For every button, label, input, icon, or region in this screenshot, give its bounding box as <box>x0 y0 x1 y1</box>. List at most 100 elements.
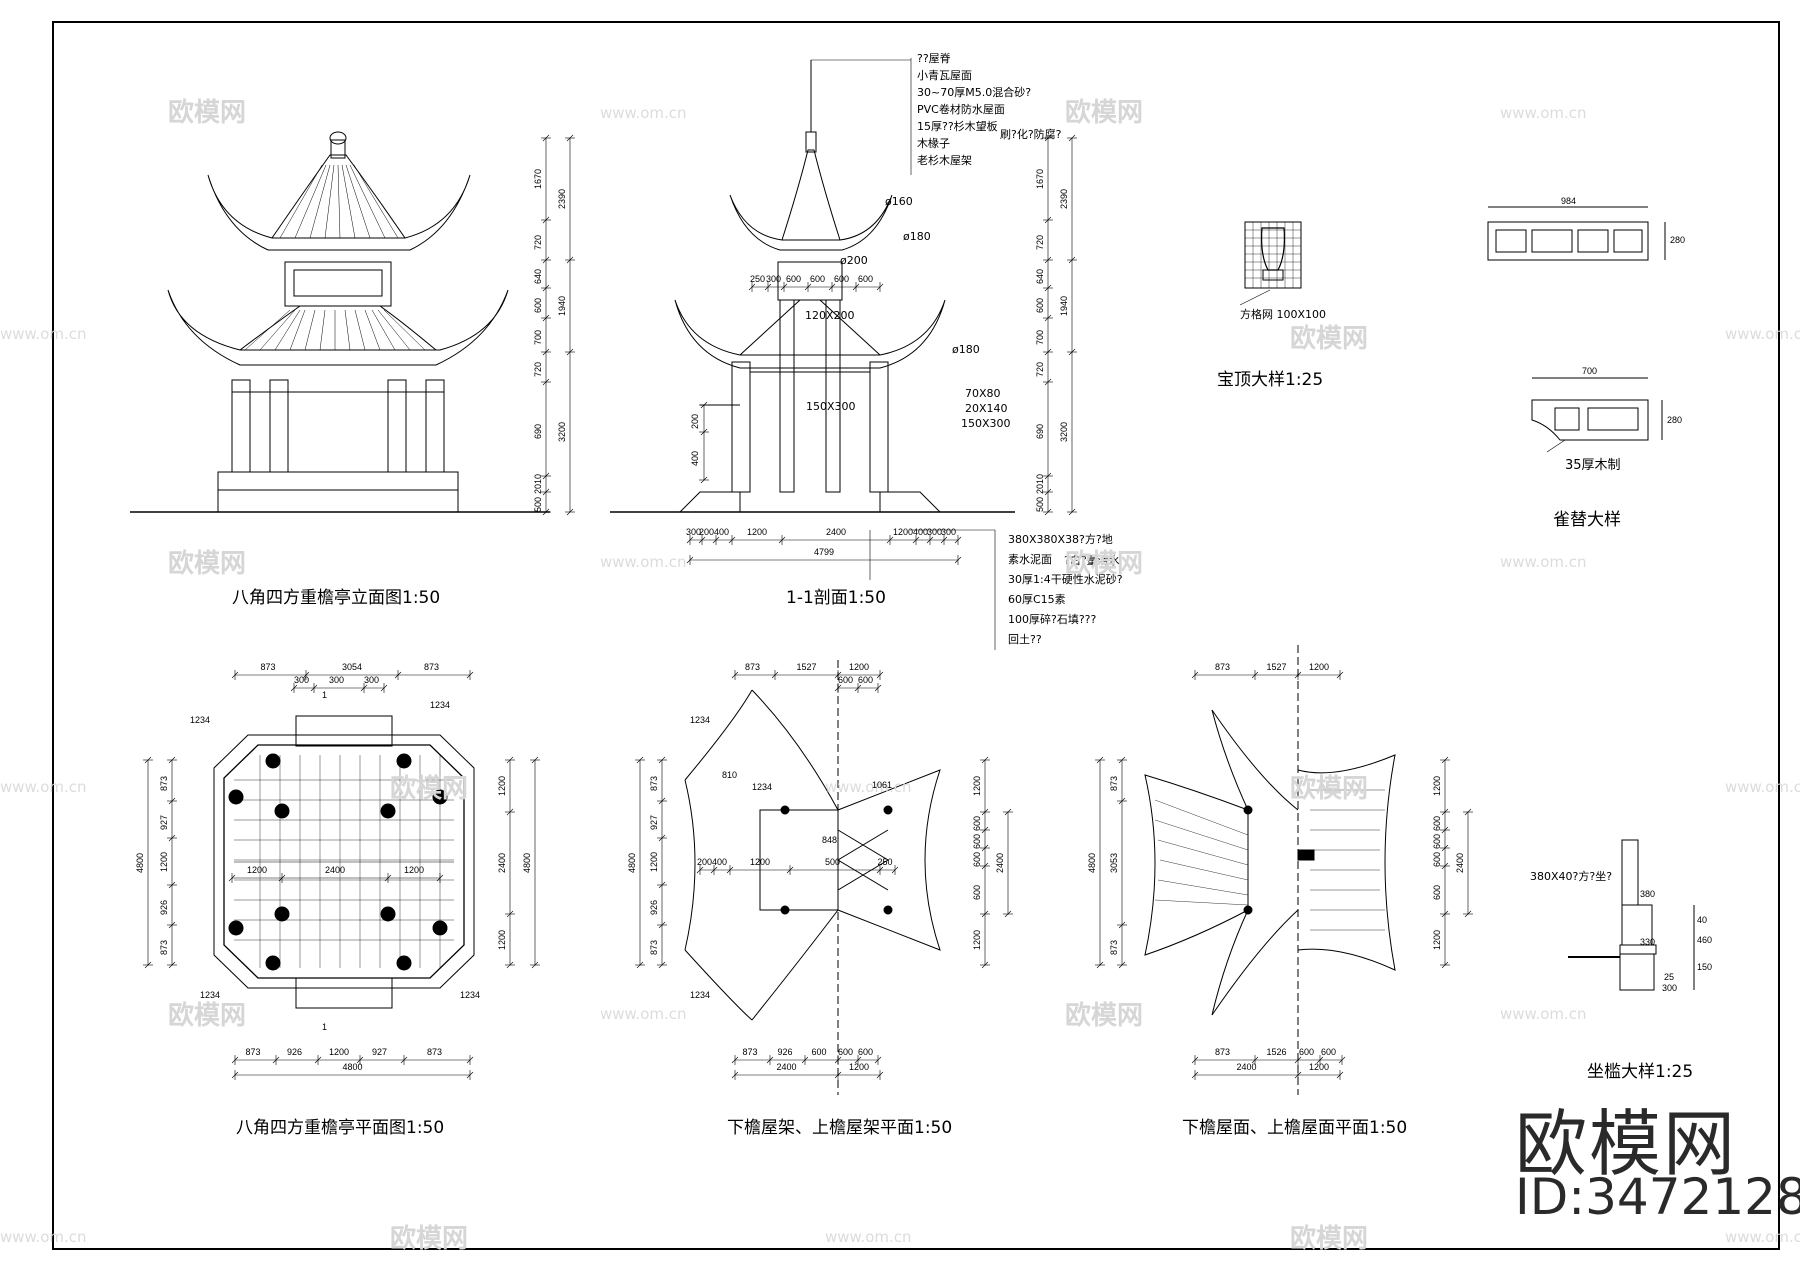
dimension-value: 600 <box>810 274 826 284</box>
dimension-value: 720 <box>533 361 543 377</box>
dimension-value: 1234 <box>430 700 451 710</box>
dimension-value: 300 <box>686 527 702 537</box>
dimension-value: 300 <box>766 274 782 284</box>
watermark: 欧模网 <box>1065 549 1144 579</box>
dimension-value: 500 <box>825 857 841 867</box>
dimension-value: 3054 <box>342 662 363 672</box>
dimension-value: 873 <box>745 662 761 672</box>
finial-title: 宝顶大样1:25 <box>1217 370 1324 390</box>
dimension-value: 300 <box>294 675 310 685</box>
roof-note-extra: 刷?化?防腐? <box>1000 128 1062 141</box>
dimension-value: 200 <box>697 857 713 867</box>
dimension-value: 1200 <box>649 851 659 872</box>
dimension-value: 600 <box>972 815 982 831</box>
section-label-b70: 70X80 <box>965 387 1001 400</box>
dimension-value: 640 <box>1035 268 1045 284</box>
dimension-value: 4800 <box>522 852 532 873</box>
dimension-value: 1200 <box>750 857 771 867</box>
dimension-value: 1200 <box>247 865 268 875</box>
dimension-value: 1200 <box>1432 929 1442 950</box>
section-label-d160: ø160 <box>885 195 913 208</box>
dimension-value: 1234 <box>752 782 773 792</box>
roof-note: 15厚??杉木望板 <box>917 120 998 133</box>
dimension-value: 400 <box>714 527 730 537</box>
dimension-value: 1200 <box>1309 1062 1330 1072</box>
dimension-value: 600 <box>811 1047 827 1057</box>
dimension-value: 926 <box>159 899 169 915</box>
floor-note: 380X380X38?方?地 <box>1008 533 1113 546</box>
leader-lines <box>811 58 1566 650</box>
roof-note: 木椽子 <box>917 137 950 150</box>
bracket-height-2: 280 <box>1667 415 1683 425</box>
dimension-value: 2400 <box>325 865 346 875</box>
dimension-value: 1670 <box>1035 168 1045 189</box>
floor-note: 回土?? <box>1008 633 1042 646</box>
watermark-url: www.om.cn <box>0 325 87 343</box>
watermark-url: www.om.cn <box>0 778 87 796</box>
roof-note: PVC卷材防水屋面 <box>917 103 1005 116</box>
roof-note: 30~70厚M5.0混合砂? <box>917 86 1032 99</box>
dimension-value: 250 <box>877 857 893 867</box>
dimension-value: 926 <box>287 1047 303 1057</box>
dimension-value: 927 <box>372 1047 388 1057</box>
dimension-value: 1200 <box>849 662 870 672</box>
section-label-b120: 120X200 <box>805 309 855 322</box>
floor-note: 30厚1:4干硬性水泥砂? <box>1008 573 1123 586</box>
dimension-value: 600 <box>972 884 982 900</box>
dimension-value: 720 <box>1035 361 1045 377</box>
floor-note: 60厚C15素 <box>1008 593 1066 606</box>
dimension-value: 500 <box>1035 496 1045 512</box>
dimension-value: 1200 <box>1309 662 1330 672</box>
watermark: 欧模网 <box>1290 774 1369 804</box>
roof-plan-drawing <box>1144 645 1396 1095</box>
dimension-value: 300 <box>329 675 345 685</box>
dimension-value: 2400 <box>497 852 507 873</box>
dimension-value: 2010 <box>533 473 543 494</box>
dimension-value: 600 <box>533 297 543 313</box>
dimension-value: 400 <box>913 527 929 537</box>
dimension-value: 1200 <box>1432 775 1442 796</box>
dimension-value: 600 <box>858 274 874 284</box>
watermark-url: www.om.cn <box>1725 1228 1800 1246</box>
roof-note: 小青瓦屋面 <box>917 69 972 82</box>
dimension-value: 1200 <box>747 527 768 537</box>
dimension-value: 2400 <box>776 1062 797 1072</box>
dimension-value: 600 <box>786 274 802 284</box>
dimension-value: 1200 <box>404 865 425 875</box>
dimension-value: 4800 <box>135 852 145 873</box>
watermark: 欧模网 <box>1065 98 1144 128</box>
dimension-value: 926 <box>649 899 659 915</box>
watermark: 欧模网 <box>390 774 469 804</box>
seat-detail-drawing <box>1568 839 1695 991</box>
elevation-drawing <box>130 131 550 513</box>
watermark-url: www.om.cn <box>1725 778 1800 796</box>
dimension-value: 873 <box>1215 1047 1231 1057</box>
dimension-value: 1200 <box>329 1047 350 1057</box>
dimension-value: 3200 <box>557 421 567 442</box>
dimension-value: 1527 <box>796 662 817 672</box>
bracket-detail-drawing <box>1487 206 1666 441</box>
dimension-value: 1200 <box>972 775 982 796</box>
dimension-value: 1234 <box>190 715 211 725</box>
bracket-title: 雀替大样 <box>1553 510 1621 530</box>
dimension-value: 1200 <box>497 775 507 796</box>
section-label-b150: 150X300 <box>806 400 856 413</box>
sheet-border <box>52 21 1780 1250</box>
watermark-url: www.om.cn <box>1500 104 1587 122</box>
watermark-url: www.om.cn <box>1500 553 1587 571</box>
dimension-value: 873 <box>245 1047 261 1057</box>
dimension-value: 600 <box>1432 833 1442 849</box>
watermark-url: www.om.cn <box>0 1228 87 1246</box>
dimension-value: 3053 <box>1109 852 1119 873</box>
dimension-value: 1200 <box>972 929 982 950</box>
seat-width: 380 <box>1640 889 1656 899</box>
dimension-value: 927 <box>649 814 659 830</box>
dimension-value: 4799 <box>814 547 835 557</box>
watermark: 欧模网 <box>168 549 247 579</box>
dimension-value: 873 <box>260 662 276 672</box>
dimension-value: 600 <box>1321 1047 1337 1057</box>
dimension-value: 2400 <box>826 527 847 537</box>
dimension-value: 600 <box>858 675 874 685</box>
dimension-value: 600 <box>838 1047 854 1057</box>
